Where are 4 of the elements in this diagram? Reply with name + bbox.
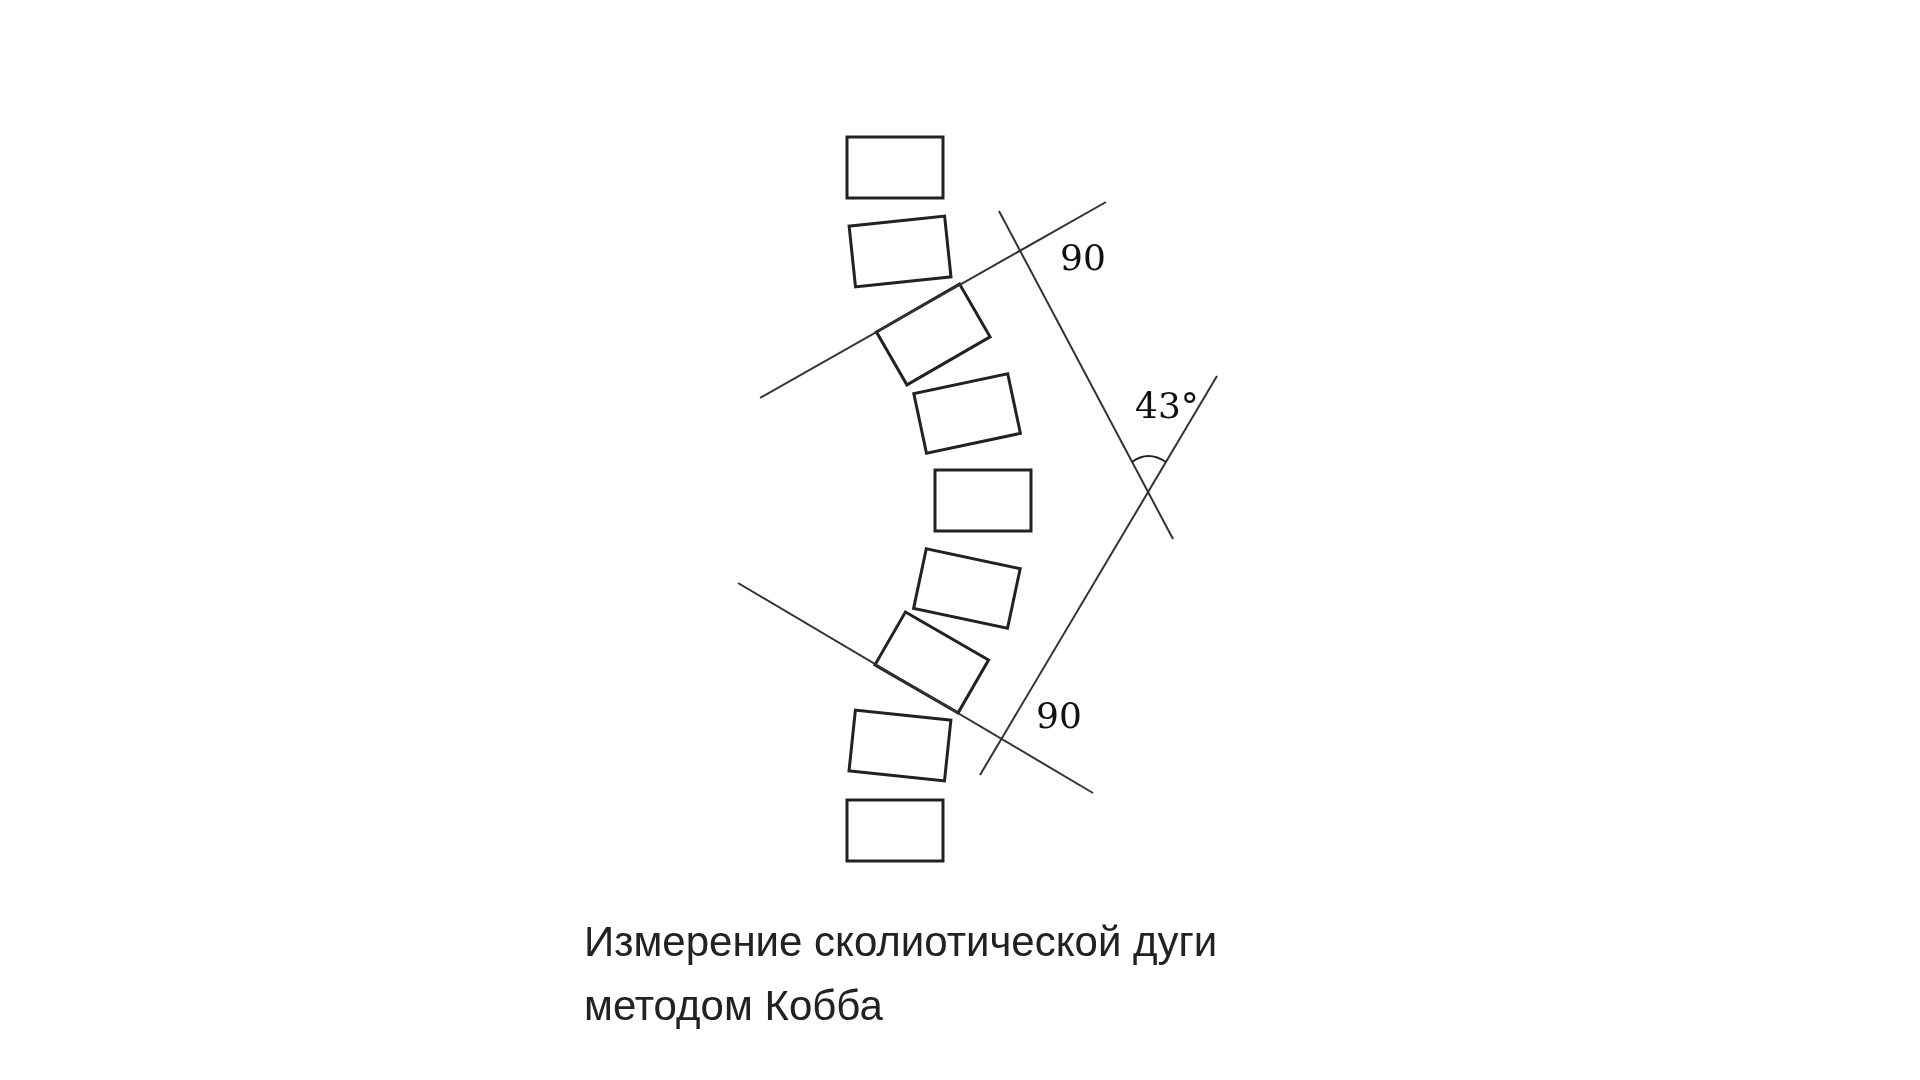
angle-label: 90 [1060, 240, 1106, 276]
angle-label: 43° [1135, 388, 1199, 424]
caption: Измерение сколиотической дуги методом Кобба [584, 917, 1219, 1031]
angle-label: 90 [1036, 698, 1082, 734]
